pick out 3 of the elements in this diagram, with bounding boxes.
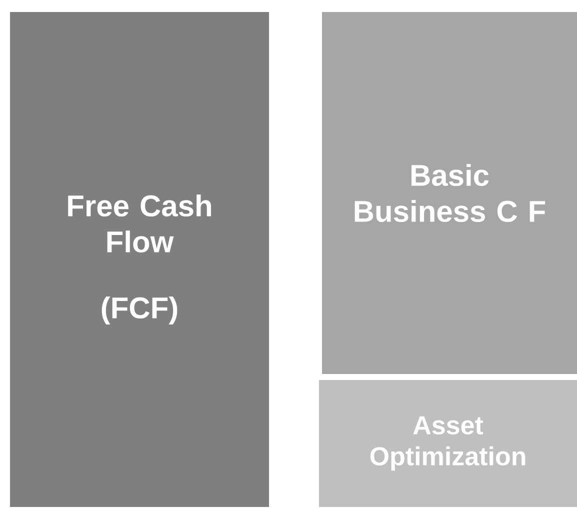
text-box: Basic Business C F [322,12,577,374]
text-box: Free Cash Flow (FCF) [10,12,269,507]
text-box: Asset Optimization [319,380,577,507]
